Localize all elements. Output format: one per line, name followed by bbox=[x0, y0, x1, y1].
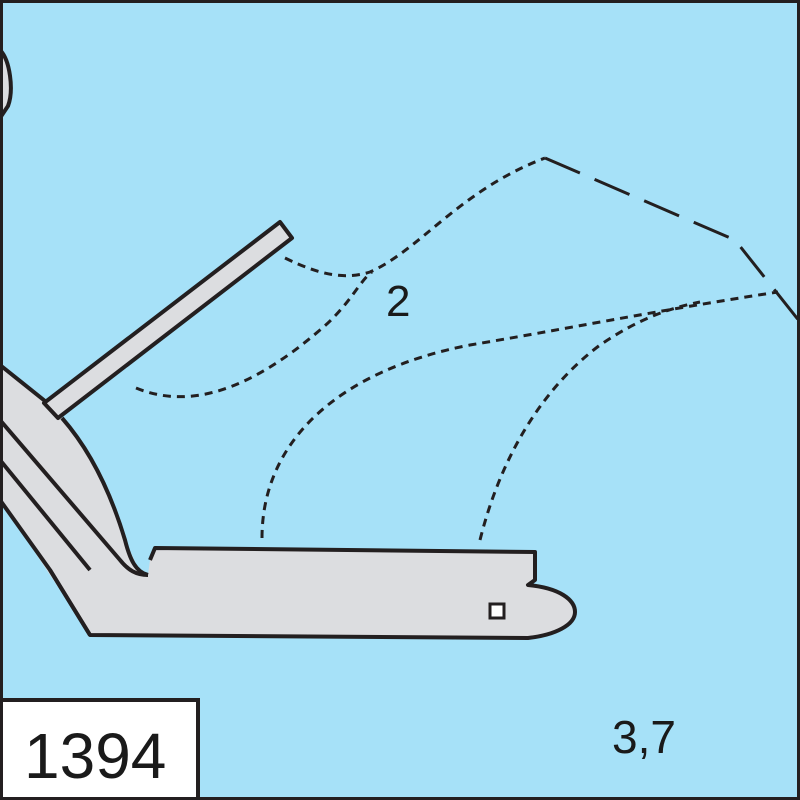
support-arm-inner-line-2 bbox=[0, 458, 92, 572]
pole bbox=[42, 220, 294, 420]
dashed-curve-lower-left bbox=[135, 270, 373, 399]
vehicle-body bbox=[48, 546, 577, 640]
dashed-curve-right bbox=[478, 300, 701, 541]
long-dashed-boundary bbox=[544, 156, 800, 323]
dashed-curve-upper bbox=[284, 156, 546, 278]
zone-2-label: 2 bbox=[386, 277, 411, 326]
distance-label: 3,7 bbox=[612, 711, 676, 763]
support-arm-body bbox=[0, 365, 575, 638]
support-arm-inner-line-1 bbox=[0, 418, 149, 577]
small-square-window bbox=[488, 602, 506, 620]
id-number-box: 1394 bbox=[0, 698, 200, 800]
support-arm-outline bbox=[0, 363, 149, 577]
support-arm-inner-line-3 bbox=[0, 498, 92, 637]
id-number: 1394 bbox=[24, 720, 167, 792]
